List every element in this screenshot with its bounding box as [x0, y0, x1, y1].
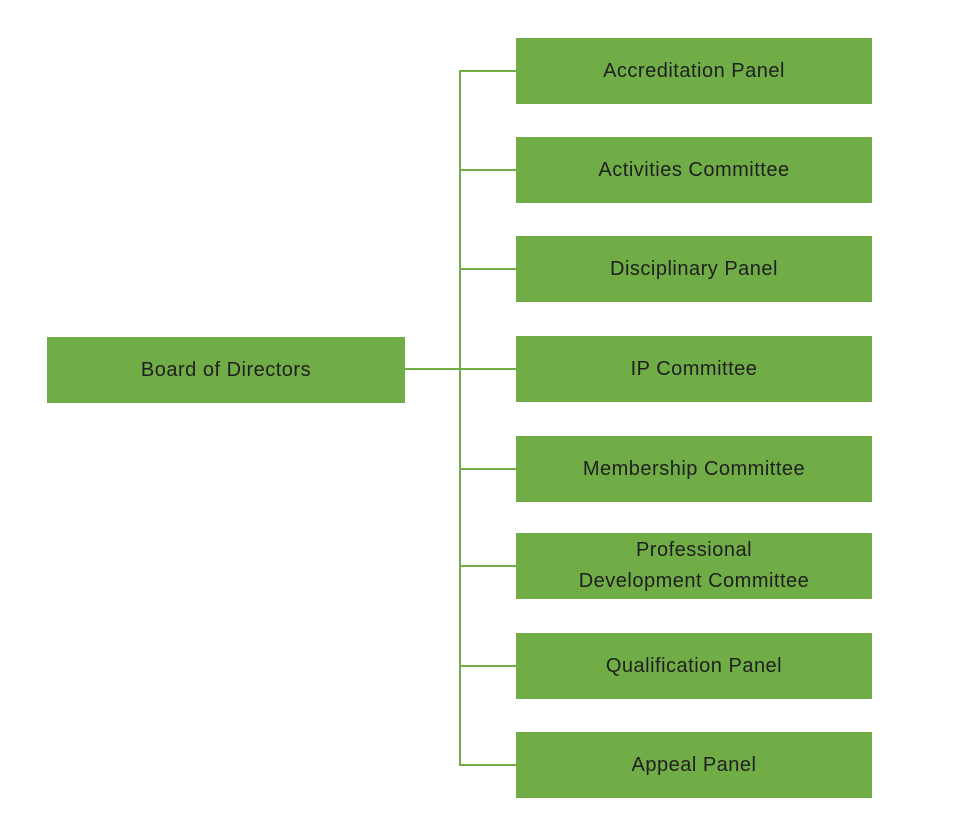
org-node-label: Board of Directors [140, 358, 312, 381]
connector-stub [460, 468, 516, 470]
connector-stub [460, 565, 516, 567]
connector-stub [460, 764, 516, 766]
org-node-qualification-panel: Qualification Panel [516, 633, 872, 699]
org-node-accreditation-panel: Accreditation Panel [516, 38, 872, 104]
org-node-board-of-directors: Board of Directors [47, 337, 405, 403]
org-node-activities-committee: Activities Committee [516, 137, 872, 203]
org-node-label: Qualification Panel [605, 654, 783, 677]
org-node-label: Appeal Panel [631, 753, 757, 776]
connector-stub [460, 268, 516, 270]
org-node-label: Membership Committee [582, 457, 806, 480]
org-node-label: Disciplinary Panel [610, 257, 778, 280]
org-node-ip-committee: IP Committee [516, 336, 872, 402]
connector-stub [460, 70, 516, 72]
org-node-label: Activities Committee [598, 158, 790, 181]
connector-stub [460, 368, 516, 370]
connector-stub [460, 665, 516, 667]
org-node-label: Professional Development Committee [578, 539, 810, 592]
connector-stub [460, 169, 516, 171]
org-node-professional-development-committee: Professional Development Committee [516, 533, 872, 599]
org-node-disciplinary-panel: Disciplinary Panel [516, 236, 872, 302]
org-node-label: IP Committee [630, 357, 758, 380]
org-node-label: Accreditation Panel [603, 59, 785, 82]
connector-trunk [459, 70, 461, 766]
org-node-appeal-panel: Appeal Panel [516, 732, 872, 798]
org-node-membership-committee: Membership Committee [516, 436, 872, 502]
